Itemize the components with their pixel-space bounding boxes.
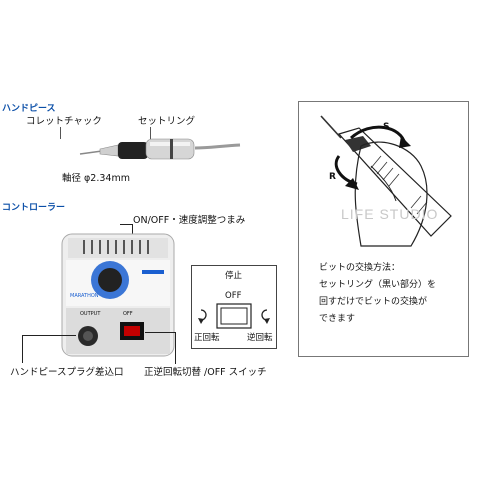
stop-label: 停止	[225, 271, 243, 281]
switch-leader-line	[175, 332, 176, 364]
collet-leader-line	[60, 127, 61, 139]
bit-change-note: ビットの交換方法： セットリング（黒い部分）を 回すだけでビットの交換が できま…	[319, 260, 436, 328]
knob-leader-horizontal	[120, 224, 133, 225]
note-line-4: できます	[319, 314, 356, 324]
reverse-rotation-icon	[261, 309, 270, 324]
off-label: OFF	[225, 291, 242, 301]
switch-rocker-icon	[216, 303, 252, 329]
device-off-text: OFF	[123, 311, 133, 317]
label-s: S	[383, 122, 390, 132]
set-ring-label: セットリング	[138, 116, 196, 127]
handpiece-image	[79, 138, 241, 160]
plug-leader-line	[22, 335, 23, 363]
switch-label: 正逆回転切替 /OFF スイッチ	[144, 367, 267, 378]
hand-drawing-image	[320, 115, 452, 247]
device-output-text: OUTPUT	[80, 311, 101, 317]
forward-rotation-icon	[198, 309, 207, 324]
reverse-label: 逆回転	[247, 333, 273, 343]
controller-section-title: コントローラー	[2, 203, 66, 213]
bit-change-panel: S R LIFE STUDIO ビットの交換方法： セットリング（黒い部分）を …	[298, 101, 469, 357]
label-r: R	[329, 172, 336, 182]
note-line-2: セットリング（黒い部分）を	[319, 280, 437, 290]
plug-label: ハンドピースプラグ差込口	[10, 367, 124, 378]
set-ring-leader-line	[150, 127, 151, 141]
watermark-text: LIFE STUDIO	[341, 206, 439, 222]
note-line-3: 回すだけでビットの交換が	[319, 297, 428, 307]
device-brand-text: MARATHON	[70, 293, 99, 299]
switch-leader-horizontal	[145, 332, 175, 333]
note-line-1: ビットの交換方法：	[319, 263, 401, 273]
controller-image	[61, 233, 175, 357]
forward-label: 正回転	[194, 333, 220, 343]
plug-leader-horizontal	[22, 335, 76, 336]
shaft-diameter-label: 軸径 φ2.34mm	[62, 173, 130, 184]
knob-label: ON/OFF・速度調整つまみ	[133, 215, 246, 226]
handpiece-section-title: ハンドピース	[2, 104, 56, 114]
collet-chuck-label: コレットチャック	[26, 116, 102, 127]
switch-diagram: 停止 OFF 正回転 逆回転	[191, 265, 277, 349]
